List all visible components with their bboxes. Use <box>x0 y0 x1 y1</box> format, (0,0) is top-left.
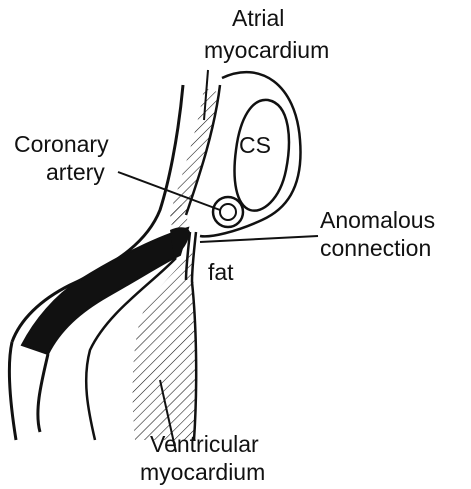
cs-label: CS <box>239 133 271 157</box>
ventricular-label-line2: myocardium <box>140 460 265 484</box>
atrial-label-line2: myocardium <box>204 38 329 62</box>
coronary-artery-label-line2: artery <box>46 160 105 184</box>
leader-anomalous <box>200 236 318 242</box>
ventricular-label-line1: Ventricular <box>150 432 259 456</box>
atrial-label-line1: Atrial <box>232 6 284 30</box>
anomalous-label-line2: connection <box>320 236 431 260</box>
coronary-artery-inner <box>220 204 236 220</box>
anomalous-label-line1: Anomalous <box>320 208 435 232</box>
fat-label: fat <box>208 260 234 284</box>
coronary-artery-label-line1: Coronary <box>14 132 109 156</box>
vessel-left-outline <box>9 342 16 440</box>
anomalous-connection-channel-inner <box>192 232 196 282</box>
vessel-lower-outline <box>38 354 48 432</box>
